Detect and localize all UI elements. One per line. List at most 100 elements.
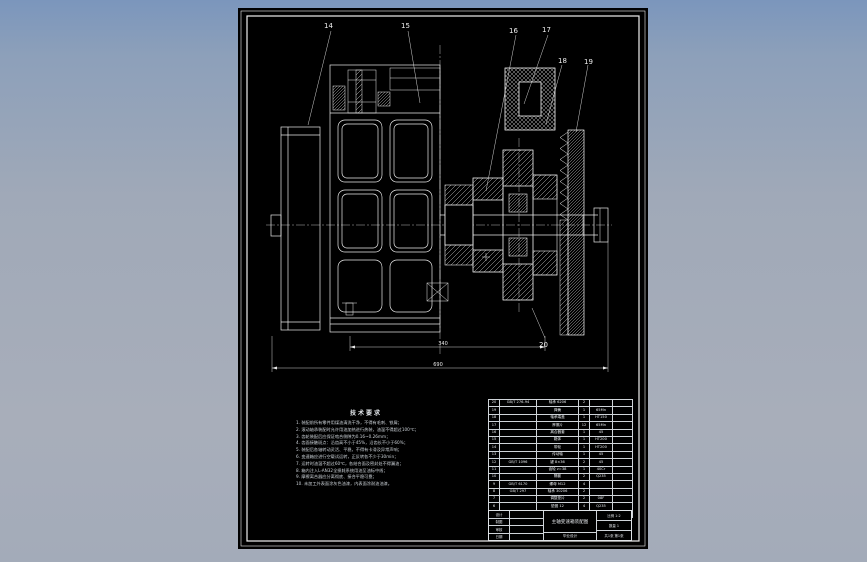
bom-cell-name: 螺母 M12 [536,480,579,489]
title-block-meta-row: 比例 1:2 [597,511,631,521]
title-block-signature-value [510,511,543,518]
bom-cell-material: HT150 [589,413,613,423]
bom-cell-material: 45 [589,450,613,460]
bom-cell-note [612,435,633,445]
callout-16: 16 [509,27,518,35]
tech-requirement-line: 10. 未加工外表面涂灰色油漆，内表面涂耐油油漆。 [296,481,392,487]
bom-cell-no: 14 [488,443,500,452]
bom-cell-no: 19 [488,406,500,415]
bom-cell-code: GB/T 6170 [499,480,537,489]
bom-cell-qty: 1 [578,406,590,415]
title-block-meta-row: 数量 1 [597,521,631,531]
dimension-lines [271,242,609,372]
tech-requirement-line: 7. 运转时油温不超过60℃，各结合面及密封处不得漏油； [296,460,404,466]
title-block-signature-value [510,534,543,541]
bom-cell-no: 16 [488,428,500,437]
bom-cell-note [612,465,633,474]
bom-row: 8 GB/T 297 轴承 30206 2 [488,487,633,497]
bom-cell-name: 带轮 [536,443,579,452]
gearbox-housing [329,64,441,333]
bom-cell-no: 11 [488,465,500,474]
bom-cell-name: 轴承 6206 [536,398,579,408]
tech-requirement-line: 6. 变速箱应进行空载试运转，正反转各不少于30min； [296,453,399,459]
tech-requirement-line: 9. 摩擦离合器应分离彻底、接合平稳可靠； [296,474,377,480]
bom-row: 16 离合器套 1 45 [488,428,633,437]
bom-cell-no: 17 [488,421,500,430]
bom-cell-no: 20 [488,398,500,408]
bom-cell-no: 8 [488,487,500,497]
bom-row: 12 GB/T 1096 键 8×36 2 45 [488,458,633,467]
tech-requirement-line: 8. 箱内注入L-AN32全损耗系统用油至油标中线； [296,467,388,473]
tech-requirement-line: 3. 齿轮装配后应保证啮合侧隙为0.16~0.26mm； [296,433,391,439]
bom-cell-code: GB/T 1096 [499,458,537,467]
bom-cell-name: 传动轴 [536,450,579,460]
bom-cell-code [499,428,537,437]
tech-requirement-line: 2. 滚动轴承装配时允许用油加热进行热装，油温不得超过100℃； [296,426,419,432]
bom-cell-code [499,472,537,482]
bom-cell-name: 弹簧 [536,406,579,415]
bom-cell-name: 齿轮 z=38 [536,465,579,474]
bom-cell-qty: 2 [578,472,590,482]
bom-cell-note [612,450,633,460]
bom-row: 13 传动轴 1 45 [488,450,633,460]
bom-cell-material: 45 [589,428,613,437]
bom-cell-code: GB/T 297 [499,487,537,497]
bom-cell-material: 40Cr [589,465,613,474]
bom-cell-material: HT200 [589,435,613,445]
tech-requirement-line: 1. 装配前所有零件用煤油清洗干净，不得有毛刺、铁屑； [296,420,402,425]
bom-row: 19 弹簧 1 65Mn [488,406,633,415]
bom-cell-name: 摩擦片 [536,421,579,430]
bom-cell-note [612,487,633,497]
bom-cell-code [499,450,537,460]
bom-row: 10 隔套 2 Q235 [488,472,633,482]
dimension-lower: 690 [433,362,443,368]
technical-requirements: 技术要求 1. 装配前所有零件用煤油清洗干净，不得有毛刺、铁屑；2. 滚动轴承装… [296,408,466,488]
bom-cell-code [499,443,537,452]
tech-requirement-line: 4. 齿面接触斑点：沿齿高不小于45%，沿齿长不小于60%； [296,440,408,446]
drawing-org: 毕业设计 [544,532,596,540]
bom-cell-name: 轴承 30206 [536,487,579,497]
callout-17: 17 [542,26,551,34]
bom-cell-qty: 1 [578,465,590,474]
bom-cell-no: 12 [488,458,500,467]
sheet-frame [240,10,646,547]
technical-requirements-lines: 1. 装配前所有零件用煤油清洗干净，不得有毛刺、铁屑；2. 滚动轴承装配时允许用… [296,420,466,488]
bom-cell-note [612,472,633,482]
bom-cell-no: 15 [488,435,500,445]
title-block-signature-label: 制图 [489,518,510,525]
bom-cell-note [612,458,633,467]
bom-cell-material: Q235 [589,472,613,482]
bom-cell-qty: 1 [578,443,590,452]
bom-cell-code [499,435,537,445]
technical-requirements-title: 技术要求 [350,410,383,417]
bom-cell-material: 45 [589,458,613,467]
bom-cell-note [612,398,633,408]
bom-row: 9 GB/T 6170 螺母 M12 4 [488,480,633,489]
callout-15: 15 [401,22,410,30]
bom-cell-code [499,406,537,415]
tech-requirement-line: 5. 装配后各轴转动灵活、平稳，不得有卡滞及异常声响； [296,447,402,453]
bom-cell-note [612,406,633,415]
bom-cell-note [612,443,633,452]
title-block-meta-row: 共1张 第1张 [604,534,624,538]
bom-cell-material [589,487,613,497]
bom-cell-qty: 1 [578,435,590,445]
callout-18: 18 [558,57,567,65]
title-block-signature-row: 日期 [489,533,543,541]
bom-cell-qty: 2 [578,398,590,408]
bom-cell-name: 键 8×36 [536,458,579,467]
bom-cell-name: 隔套 [536,472,579,482]
callouts: 14 15 16 17 18 19 20 [324,22,593,349]
clutch-assembly [444,149,558,301]
title-block-signature-label: 审核 [489,526,510,533]
bom-cell-code [499,465,537,474]
bom-cell-qty: 1 [578,428,590,437]
dimension-labels: 340 690 [433,341,448,368]
assembly-drawing: 14 15 16 17 18 19 20 340 690 [240,10,646,547]
spring-section [559,129,585,336]
bom-cell-no: 18 [488,413,500,423]
bom-cell-material: 65Mn [589,406,613,415]
bom-cell-name: 轴承端盖 [536,413,579,423]
title-block-signature-row: 制图 [489,518,543,526]
